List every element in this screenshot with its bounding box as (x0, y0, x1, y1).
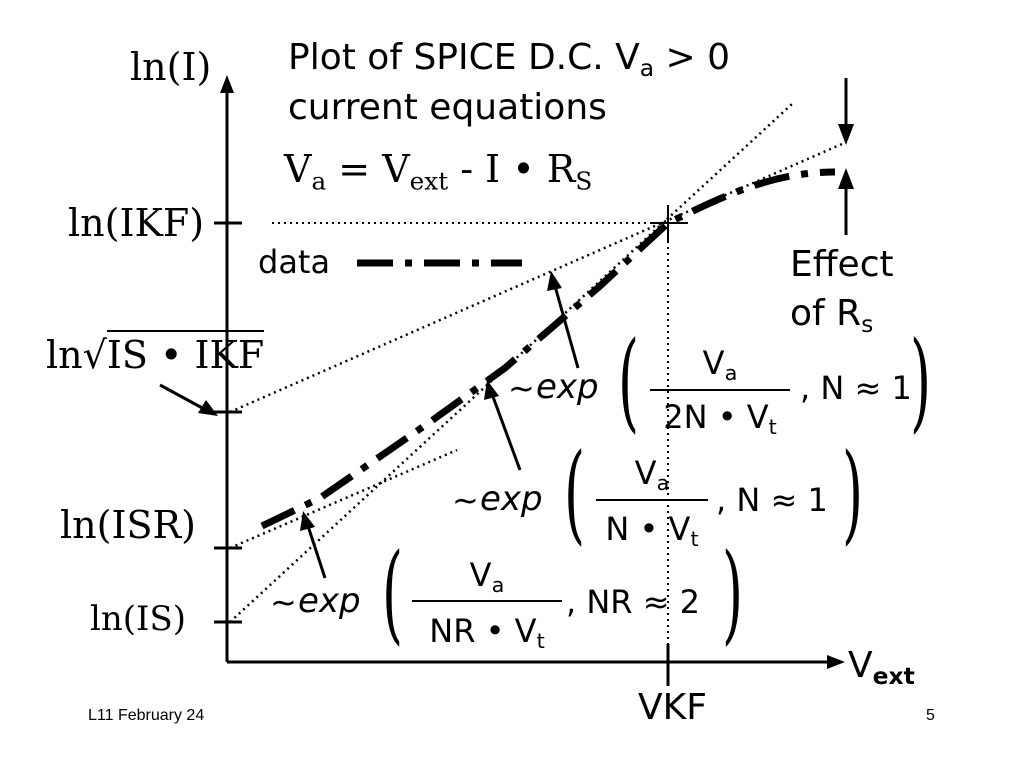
rs-arrow-down-head (838, 124, 854, 145)
slope-n-line (229, 103, 793, 623)
rs-arrow-up-head (838, 168, 854, 189)
y-tick-label-isr: ln(ISR) (60, 503, 196, 547)
formula-2n-fraction-bar (650, 389, 790, 391)
slope-nr-line (229, 448, 458, 550)
formula3-arrowhead (300, 511, 315, 531)
formula-nr-exp: exp (298, 581, 361, 621)
y-tick-label-sqrt: ln√IS • IKF (46, 330, 265, 377)
y-tick-label-ikf: ln(IKF) (68, 201, 205, 245)
formula-n-numerator: Va (634, 454, 670, 496)
series-resistance-equation: Va = Vext - I • RS (284, 147, 593, 196)
formula-nr-tilde: ~ (270, 583, 297, 621)
formula-nr-numerator: Va (469, 556, 505, 598)
formula-n-fraction-bar (596, 499, 708, 501)
formula-2n-left-paren: ( (618, 319, 640, 444)
sqrt-label-arrow (159, 383, 207, 412)
y-axis-label: ln(I) (130, 45, 212, 89)
formula-n-exp: exp (480, 479, 543, 519)
formula-n-right-paren: ) (842, 431, 864, 556)
footer-date: L11 February 24 (88, 707, 205, 724)
formula-nr-right-paren: ) (722, 531, 744, 656)
formula-2n-exp: exp (536, 367, 599, 407)
formula-2n-right-paren: ) (910, 319, 932, 444)
formula-nr-condition: , NR ≈ 2 (566, 583, 701, 621)
formula-n-condition: , N ≈ 1 (716, 481, 828, 519)
formula1-arrow (553, 285, 580, 369)
sqrt-symbol: √ (82, 333, 107, 377)
formula-2n-numerator: Va (702, 344, 738, 386)
effect-label-line1: Effect (790, 244, 894, 285)
page-number: 5 (926, 707, 935, 724)
formula-nr-left-paren: ( (382, 531, 404, 656)
data-curve (260, 168, 836, 530)
y-tick-label-is: ln(IS) (90, 599, 187, 639)
y-axis-arrowhead (220, 75, 234, 93)
sqrt-radicand: IS • IKF (106, 330, 265, 377)
x-axis-label: Vext (848, 645, 915, 691)
formula-n-tilde: ~ (452, 481, 479, 519)
title-line1: Plot of SPICE D.C. Va > 0 (288, 37, 731, 83)
formula-n-left-paren: ( (564, 431, 586, 556)
formula-2n-tilde: ~ (508, 369, 535, 407)
formula2-arrowhead (484, 380, 499, 400)
formula-2n-condition: , N ≈ 1 (800, 369, 912, 407)
sqrt-label-arrowhead (198, 400, 218, 416)
formula2-arrow (490, 393, 522, 471)
formula-nr-fraction-bar (412, 600, 562, 602)
x-tick-label-vkf: VKF (638, 687, 707, 728)
formula3-arrow (306, 525, 327, 579)
formula-2n-denominator: 2N • Vt (663, 398, 777, 440)
formula-n-denominator: N • Vt (605, 510, 699, 552)
legend-label: data (258, 243, 331, 281)
effect-label-line2: of Rs (790, 293, 874, 339)
x-axis-arrowhead (827, 655, 845, 669)
title-line2: current equations (288, 87, 607, 128)
formula-nr-denominator: NR • Vt (429, 612, 545, 654)
formula1-arrowhead (547, 271, 562, 291)
